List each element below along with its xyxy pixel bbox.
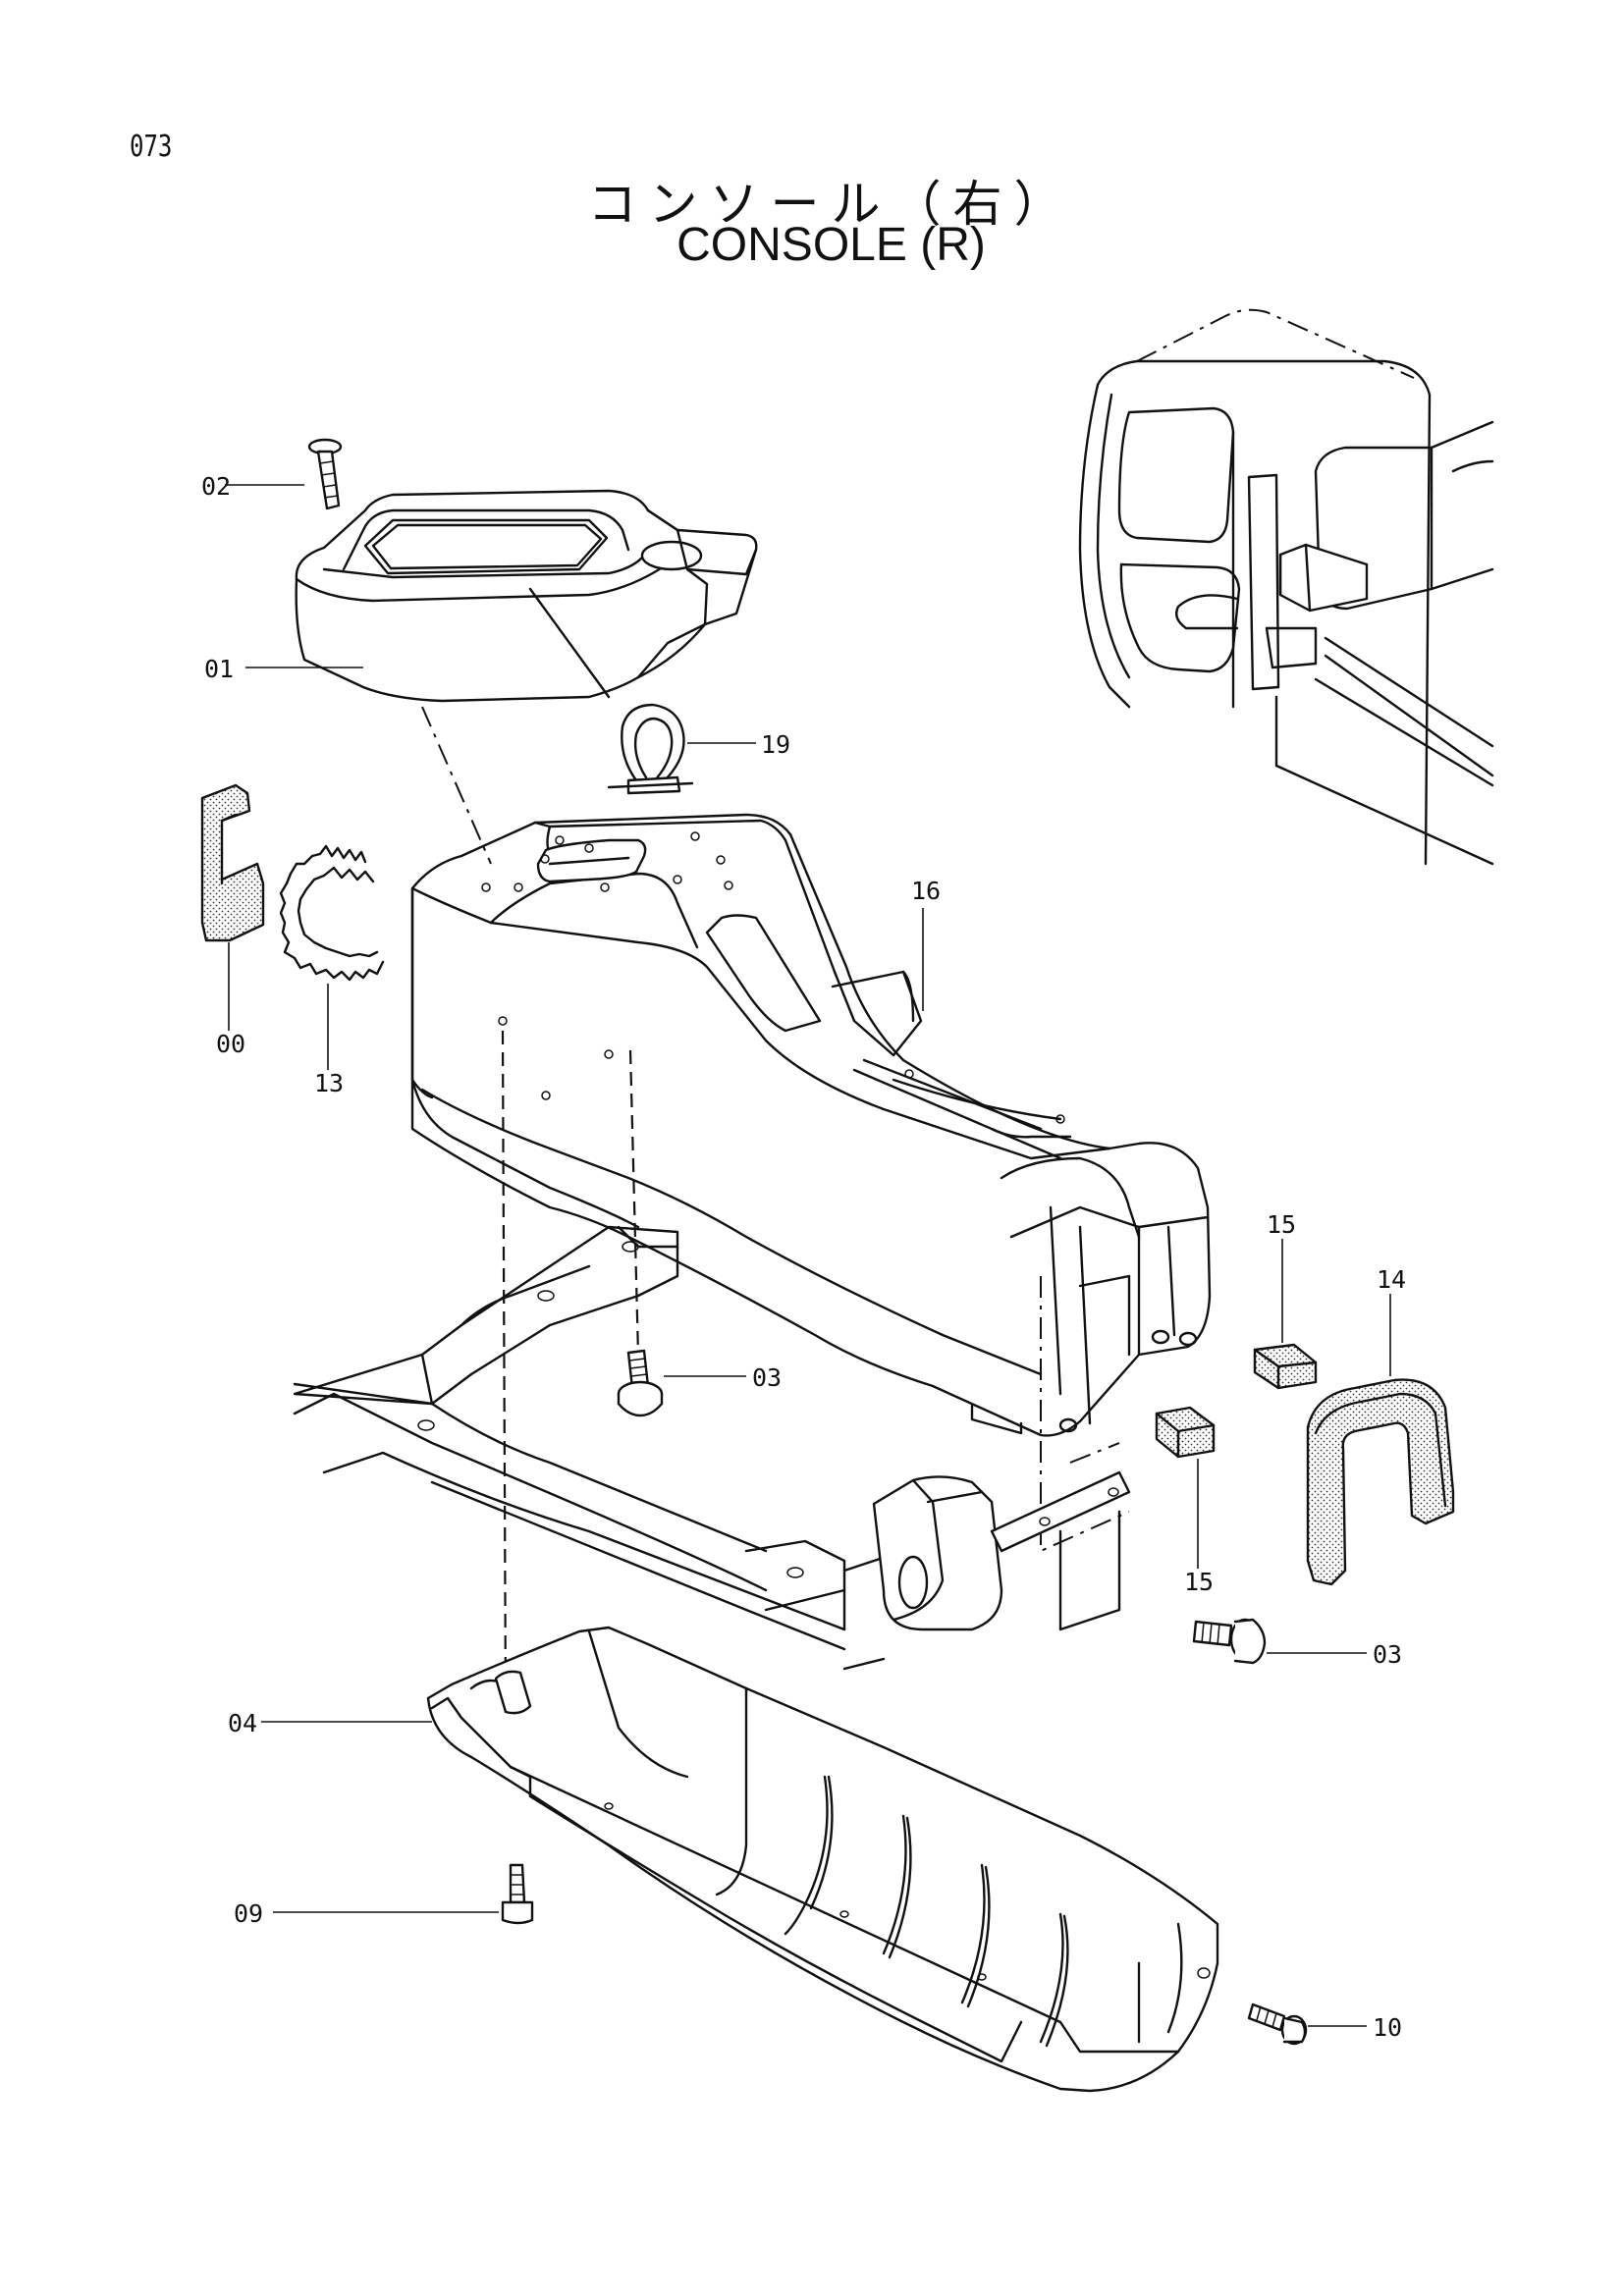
part-15-pad-lower: 15 <box>1155 1406 1216 1596</box>
mounting-frame <box>293 1225 905 1671</box>
part-14-seal: 14 <box>1306 1265 1455 1586</box>
assembly-guide-lines <box>421 706 1130 1709</box>
part-03-bolt-lower: 03 <box>1192 1618 1402 1669</box>
title-english: CONSOLE (R) <box>676 219 986 271</box>
label-02: 02 <box>201 472 231 501</box>
part-19-clamp: 19 <box>607 703 790 795</box>
label-10: 10 <box>1373 2013 1402 2042</box>
cab-location-inset <box>1078 308 1494 866</box>
label-15-lower: 15 <box>1184 1568 1214 1596</box>
label-16: 13 <box>314 1069 344 1097</box>
part-01-upper-cover: 01 <box>204 489 758 703</box>
label-00: 16 <box>911 877 941 905</box>
part-10-bolt: 10 <box>1247 2002 1402 2046</box>
part-09-bolt: 09 <box>234 1863 534 1928</box>
title-japanese: コンソール（右） <box>587 176 1075 233</box>
page-number: 073 <box>130 130 173 164</box>
label-14: 14 <box>1377 1265 1406 1294</box>
part-00-console: 16 <box>410 813 1212 1437</box>
label-15-upper: 15 <box>1267 1210 1296 1239</box>
part-04-under-cover: 04 <box>228 1626 1219 2093</box>
label-19: 19 <box>761 730 790 759</box>
label-03-upper: 03 <box>752 1363 782 1392</box>
part-03-bolt-upper: 03 <box>617 1349 782 1417</box>
part-02-screw: 02 <box>201 438 343 510</box>
label-01: 01 <box>204 655 234 683</box>
label-04: 04 <box>228 1709 257 1737</box>
bracket <box>872 1470 1131 1631</box>
part-16-trim: 13 <box>279 844 385 1097</box>
label-13: 00 <box>216 1030 245 1058</box>
label-03-lower: 03 <box>1373 1640 1402 1669</box>
part-15-pad-upper: 15 <box>1253 1210 1318 1390</box>
part-13-seal: 00 <box>200 783 265 1058</box>
label-09: 09 <box>234 1899 263 1928</box>
